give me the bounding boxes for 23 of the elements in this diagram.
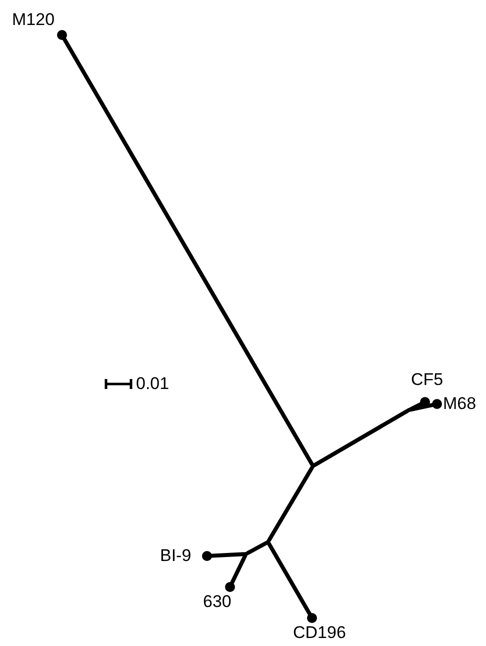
leaf-dot	[432, 399, 442, 409]
leaf-dot	[57, 30, 67, 40]
tree-branch	[62, 37, 314, 466]
taxon-label: 630	[203, 592, 232, 612]
taxon-label: M120	[12, 10, 55, 30]
tree-branch	[408, 403, 434, 412]
taxon-label: BI-9	[160, 546, 192, 566]
tree-branch	[210, 552, 246, 558]
tree-branch	[312, 409, 410, 467]
tree-branch	[267, 542, 312, 616]
tree-branch	[246, 540, 268, 556]
scale-label: 0.01	[136, 374, 170, 394]
branch-junction	[244, 552, 248, 556]
taxon-label: M68	[443, 394, 476, 414]
taxon-label: CD196	[293, 623, 346, 643]
leaf-dot	[225, 582, 235, 592]
taxon-label: CF5	[411, 370, 444, 390]
branch-junction	[407, 408, 411, 412]
leaf-dot	[307, 613, 317, 623]
tree-branch	[267, 466, 314, 542]
tree-branch	[230, 554, 248, 584]
leaf-dot	[202, 551, 212, 561]
leaf-dot	[420, 397, 430, 407]
